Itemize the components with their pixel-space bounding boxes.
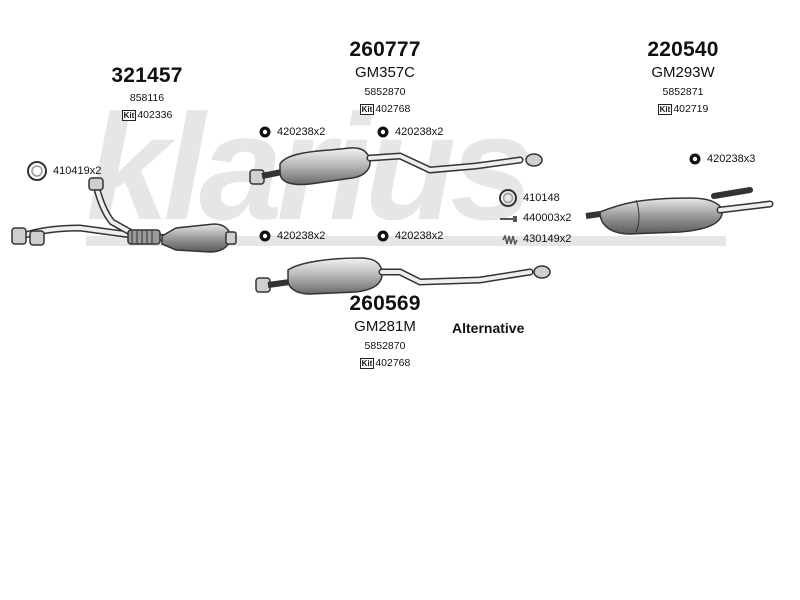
accessory-code: 420238x2: [395, 125, 444, 138]
part-number: 260777: [349, 38, 421, 61]
part-code: GM357C: [354, 64, 416, 81]
part-code: GM293W: [651, 64, 715, 81]
accessory-code: 420238x2: [277, 125, 326, 138]
accessory-clamp-4: 420238x2: [376, 229, 443, 243]
oe-number: 5852871: [662, 86, 704, 98]
rear-silencer-drawing: [585, 187, 774, 235]
kit-line: Kit 402768: [359, 103, 411, 116]
part-group-centre-silencer: 260777 GM357C 5852870 Kit 402768: [300, 38, 470, 117]
centre-silencer-drawing: [249, 147, 543, 186]
accessory-spring: 430149x2: [502, 233, 571, 246]
kit-number: 402336: [137, 109, 173, 121]
watermark-underline: [86, 236, 726, 246]
part-group-front-pipe: 321457 858116 Kit 402336: [62, 64, 232, 123]
kit-line: Kit 402768: [359, 357, 411, 370]
clamp-icon: [259, 230, 271, 242]
clamp-icon: [689, 153, 701, 165]
alt-centre-silencer-drawing: [255, 257, 551, 295]
kit-icon: Kit: [121, 110, 137, 121]
accessory-clamp-1: 420238x2: [258, 125, 325, 139]
oe-number: 858116: [129, 92, 165, 104]
accessory-code: 420238x2: [277, 229, 326, 242]
kit-number: 402719: [673, 103, 709, 115]
spring-icon: [502, 234, 518, 245]
kit-icon: Kit: [657, 104, 673, 115]
ring-gasket-icon: [27, 161, 47, 181]
kit-icon: Kit: [359, 358, 375, 369]
clamp-icon: [259, 126, 271, 138]
accessory-gasket-front: 410419x2: [26, 160, 101, 182]
alternative-label: Alternative: [452, 320, 525, 336]
accessory-code: 440003x2: [523, 212, 572, 224]
kit-number: 402768: [375, 103, 411, 115]
kit-icon: Kit: [359, 104, 375, 115]
part-number: 260569: [349, 292, 421, 315]
part-number: 220540: [647, 38, 719, 61]
kit-line: Kit 402719: [657, 103, 709, 116]
accessory-code: 420238x2: [395, 229, 444, 242]
accessory-bolt: 440003x2: [498, 212, 571, 225]
bolt-icon: [500, 215, 517, 222]
accessory-clamp-3: 420238x2: [258, 229, 325, 243]
kit-number: 402768: [375, 357, 411, 369]
accessory-code: 410148: [523, 191, 560, 204]
ring-gasket-icon: [499, 189, 517, 207]
accessory-gasket-rear: 410148: [498, 188, 560, 208]
accessory-clamp-rear: 420238x3: [688, 152, 755, 166]
accessory-code: 430149x2: [523, 233, 572, 245]
oe-number: 5852870: [364, 340, 406, 352]
oe-number: 5852870: [364, 86, 406, 98]
front-pipe-drawing: [11, 177, 237, 253]
part-number: 321457: [111, 64, 183, 87]
accessory-code: 410419x2: [53, 164, 102, 177]
kit-line: Kit 402336: [121, 109, 173, 122]
part-code: GM281M: [354, 318, 416, 335]
clamp-icon: [377, 126, 389, 138]
accessory-code: 420238x3: [707, 152, 756, 165]
clamp-icon: [377, 230, 389, 242]
accessory-clamp-2: 420238x2: [376, 125, 443, 139]
part-group-alt-centre-silencer: 260569 GM281M 5852870 Kit 402768: [300, 292, 470, 371]
part-group-rear-silencer: 220540 GM293W 5852871 Kit 402719: [598, 38, 768, 117]
